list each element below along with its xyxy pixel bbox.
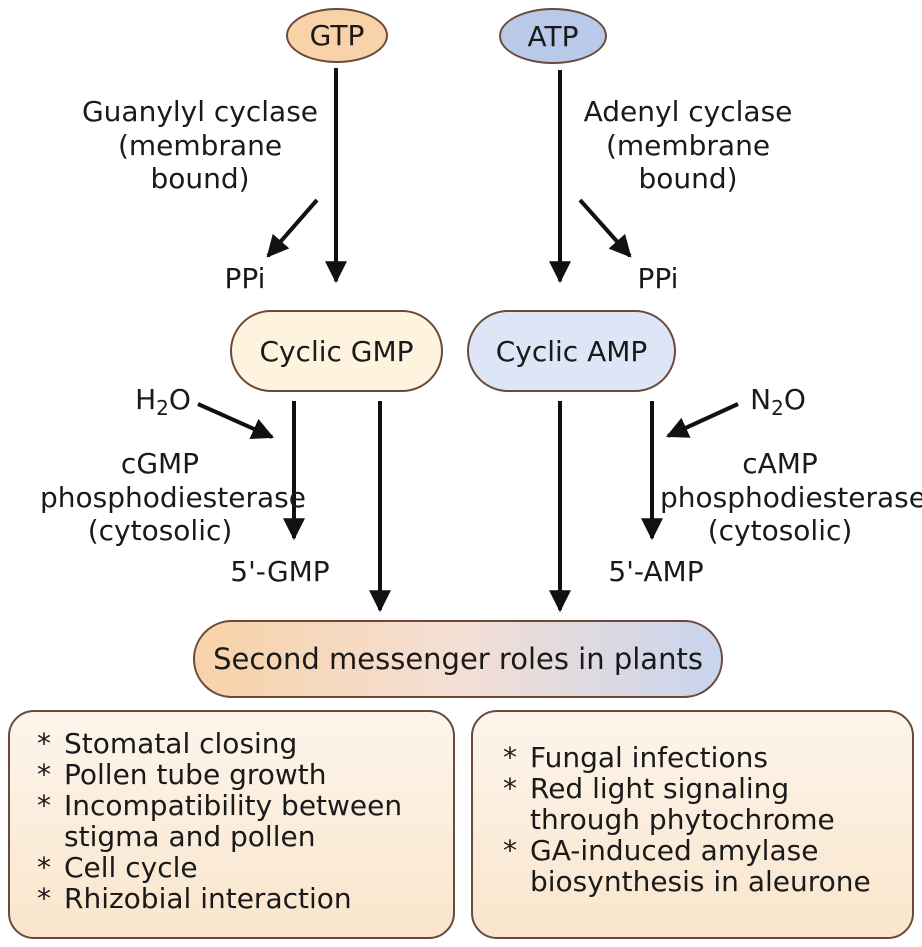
atp-label: ATP — [527, 19, 579, 53]
bullet-star: * — [37, 758, 51, 791]
5-amp-label: 5'-AMP — [608, 555, 704, 588]
guanylyl-cyclase-label: Guanylyl cyclase (membrane bound) — [70, 95, 330, 196]
n2o-label: N2O — [743, 383, 813, 420]
arrow-adenyl-to-ppi — [578, 198, 632, 258]
list-item: * Cell cycle — [37, 852, 453, 883]
list-item: * Stomatal closing — [37, 728, 453, 759]
role-text: Rhizobial interaction — [64, 882, 352, 915]
atp-node: ATP — [499, 8, 607, 64]
h2o-label: H2O — [128, 383, 198, 420]
n2o-subscript: 2 — [771, 396, 784, 420]
bullet-star: * — [37, 789, 51, 822]
guanylyl-line-3: bound) — [150, 162, 250, 196]
cgmp-roles-panel: * Stomatal closing * Pollen tube growth * I… — [8, 710, 455, 939]
adenyl-line-3: bound) — [638, 162, 738, 196]
camp-pde-line-3: (cytosolic) — [707, 514, 853, 548]
camp-pde-line-1: cAMP — [742, 447, 818, 480]
n2o-part-a: N — [750, 383, 772, 416]
role-text: Incompatibility between — [64, 789, 403, 822]
bullet-star: * — [37, 851, 51, 884]
ppi-left-label: PPi — [224, 262, 266, 295]
cgmp-pde-line-3: (cytosolic) — [87, 514, 233, 548]
cyclic-gmp-node: Cyclic GMP — [230, 310, 443, 392]
second-messenger-roles-label: Second messenger roles in plants — [213, 642, 703, 676]
n2o-part-b: O — [783, 383, 806, 416]
list-item: * Pollen tube growth — [37, 759, 453, 790]
guanylyl-line-1: Guanylyl cyclase — [81, 95, 319, 128]
adenyl-line-2: (membrane — [605, 128, 771, 162]
role-text: stigma and pollen — [64, 820, 316, 853]
role-text: GA-induced amylase — [530, 834, 819, 867]
list-item: * Fungal infections — [503, 742, 912, 773]
guanylyl-line-2: (membrane — [117, 128, 283, 162]
list-item: * GA-induced amylase — [503, 835, 912, 866]
adenyl-cyclase-label: Adenyl cyclase (membrane bound) — [568, 95, 808, 196]
role-text: Fungal infections — [530, 741, 768, 774]
ppi-right-label: PPi — [637, 262, 679, 295]
bullet-star: * — [37, 727, 51, 760]
bullet-star: * — [503, 772, 517, 805]
role-text: Cell cycle — [64, 851, 198, 884]
list-item-continuation: stigma and pollen — [37, 821, 453, 852]
h2o-subscript: 2 — [156, 396, 169, 420]
cgmp-roles-list: * Stomatal closing * Pollen tube growth * I… — [37, 728, 453, 914]
role-text: Red light signaling — [530, 772, 790, 805]
cyclic-amp-label: Cyclic AMP — [495, 334, 648, 368]
list-item-continuation: through phytochrome — [503, 804, 912, 835]
adenyl-line-1: Adenyl cyclase — [583, 95, 793, 128]
cyclic-amp-node: Cyclic AMP — [467, 310, 676, 392]
gtp-node: GTP — [286, 8, 388, 63]
role-text: Pollen tube growth — [64, 758, 327, 791]
5-gmp-label: 5'-GMP — [230, 555, 330, 588]
bullet-star: * — [503, 834, 517, 867]
list-item: * Rhizobial interaction — [37, 883, 453, 914]
arrow-n2o-to-pde — [665, 402, 739, 438]
second-messenger-roles-node: Second messenger roles in plants — [193, 620, 723, 698]
bullet-star: * — [503, 741, 517, 774]
cgmp-pde-label: cGMP phosphodiesterase (cytosolic) — [40, 447, 306, 548]
h2o-part-b: O — [168, 383, 191, 416]
camp-roles-list: *Fungal infections *Red light signaling … — [503, 742, 912, 897]
camp-pde-line-2: phosphodiesterase — [660, 480, 922, 514]
bullet-star: * — [37, 882, 51, 915]
cgmp-pde-line-1: cGMP — [120, 447, 200, 480]
list-item: * Incompatibility between — [37, 790, 453, 821]
camp-roles-panel: *Fungal infections *Red light signaling … — [471, 710, 914, 939]
cgmp-pde-line-2: phosphodiesterase — [40, 480, 306, 514]
list-item-continuation: biosynthesis in aleurone — [503, 866, 912, 897]
camp-pde-label: cAMP phosphodiesterase (cytosolic) — [660, 447, 922, 548]
role-text: biosynthesis in aleurone — [530, 865, 871, 898]
role-text: through phytochrome — [530, 803, 835, 836]
arrow-h2o-to-pde — [197, 402, 275, 439]
gtp-label: GTP — [309, 19, 365, 52]
arrow-guanylyl-to-ppi — [266, 198, 319, 258]
list-item: * Red light signaling — [503, 773, 912, 804]
cyclic-gmp-label: Cyclic GMP — [259, 334, 414, 368]
role-text: Stomatal closing — [64, 727, 298, 760]
h2o-part-a: H — [135, 383, 157, 416]
